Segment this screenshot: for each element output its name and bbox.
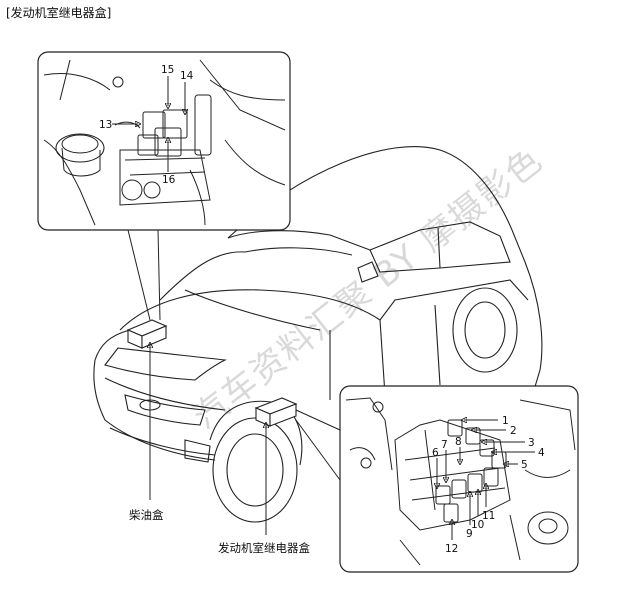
inset-top-detail [43,59,286,226]
callout-10: 10 [471,519,484,531]
car-outline [93,146,543,523]
callouts-bottom [437,420,535,540]
callout-11: 11 [482,510,495,522]
callout-8: 8 [455,436,462,448]
callout-13: 13 [99,119,112,131]
callout-6: 6 [432,447,439,459]
engine-relay-box-label: 发动机室继电器盒 [218,541,310,555]
callout-14: 14 [180,70,194,82]
callout-12: 12 [445,543,458,555]
inset-relay-box-frame [339,385,579,573]
diesel-box-marker [126,319,168,349]
callout-7: 7 [441,439,448,451]
callout-labels-bottom: 1 2 3 4 5 6 7 8 9 10 11 12 [432,415,545,555]
callout-5: 5 [521,459,528,471]
inset-leader-top [127,229,161,321]
inset-leader-bottom [295,409,341,481]
callouts-top: 13 14 15 16 [99,64,194,186]
callout-2: 2 [510,425,517,437]
engine-relay-box-marker [254,397,298,427]
callout-16: 16 [162,174,176,186]
diesel-box-label: 柴油盒 [129,508,164,522]
diagram-title: [发动机室继电器盒] [6,6,112,20]
callout-1: 1 [502,415,509,427]
callout-9: 9 [466,528,473,540]
callout-4: 4 [538,447,545,459]
callout-15: 15 [161,64,174,76]
callout-3: 3 [528,437,535,449]
inset-diesel-box-frame [37,51,291,231]
